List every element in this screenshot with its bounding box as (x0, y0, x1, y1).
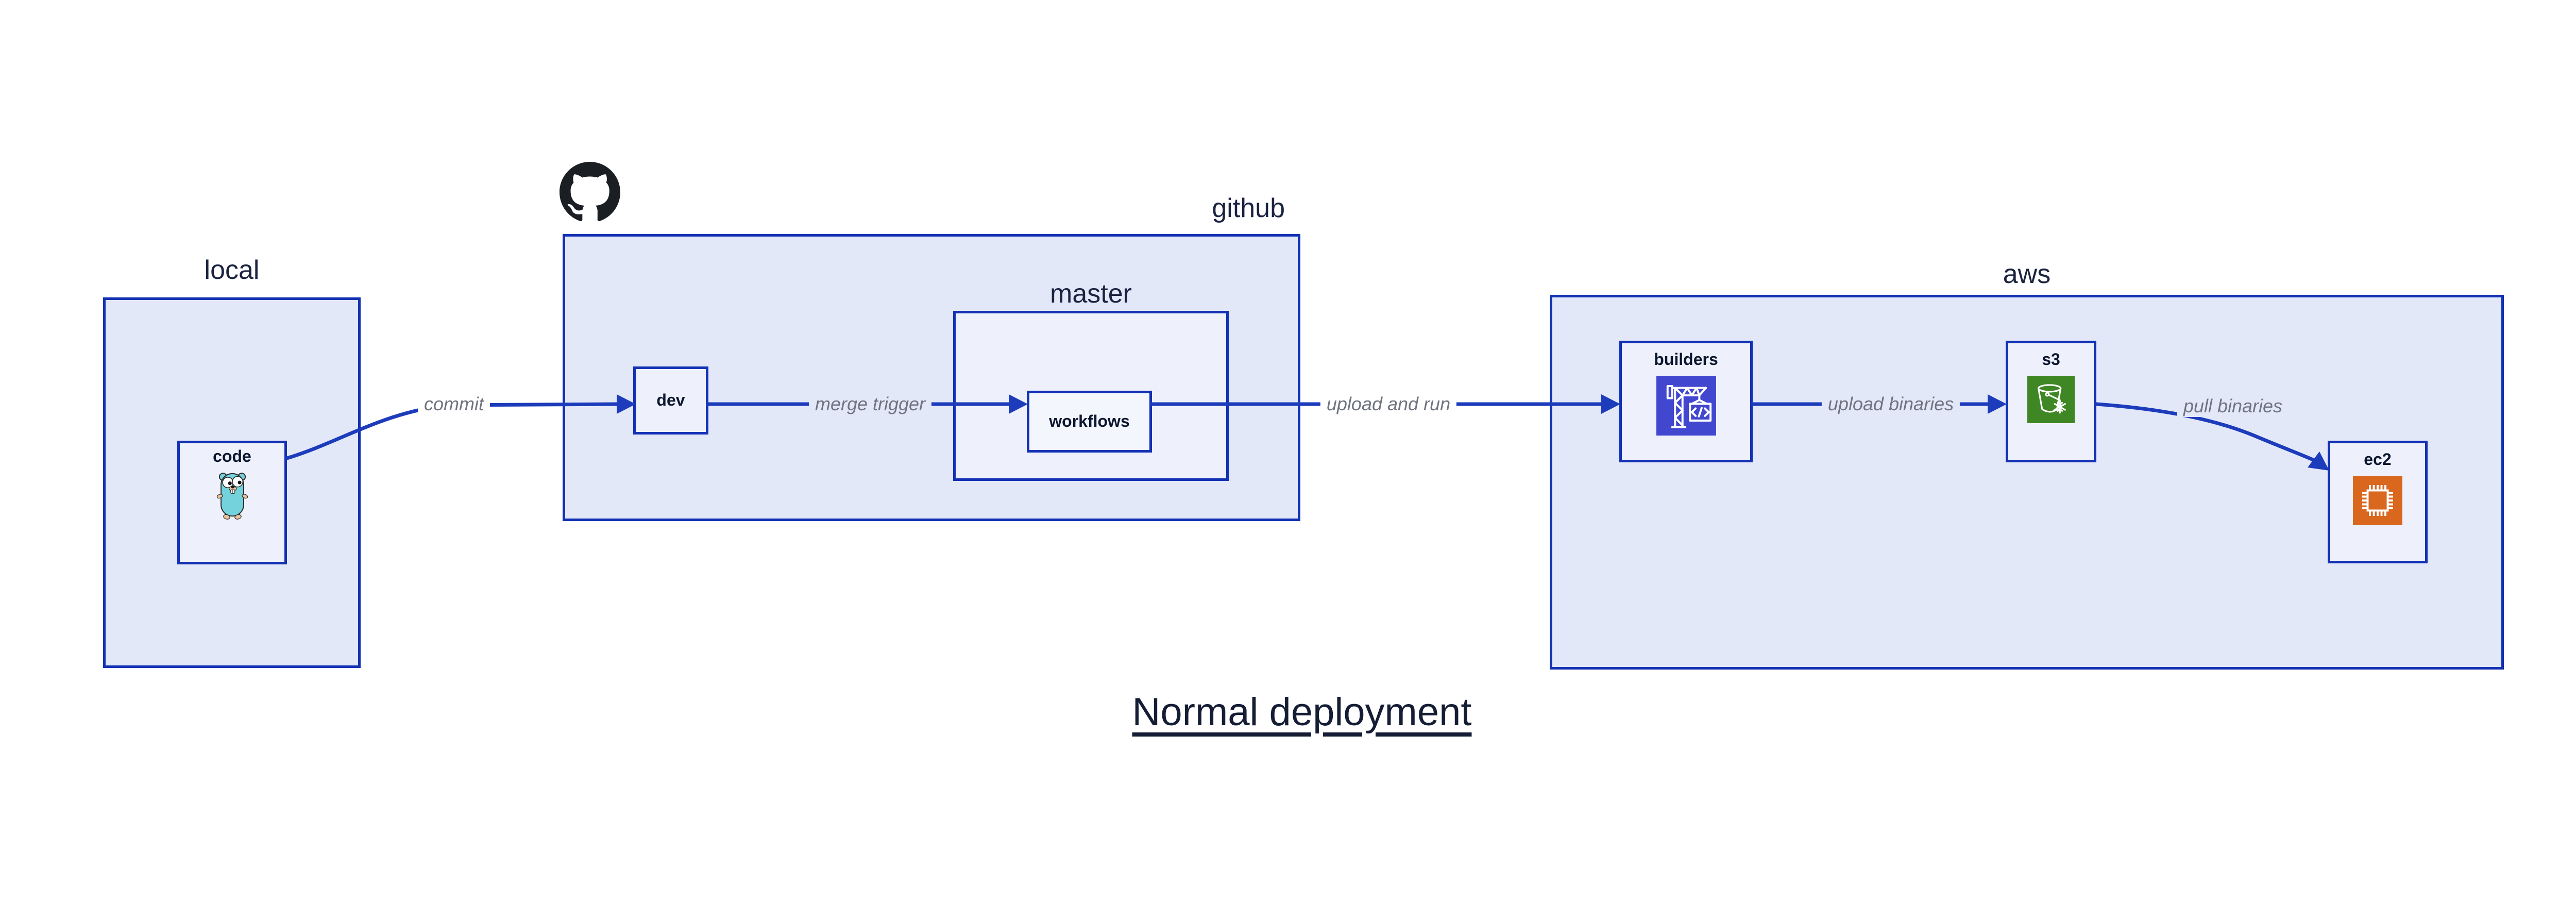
edge-label-pull-binaries: pull binaries (2177, 395, 2289, 417)
edge-label-upload-and-run: upload and run (1320, 393, 1457, 415)
node-label-ec2: ec2 (2364, 450, 2392, 469)
ec2-chip-icon (2353, 476, 2402, 526)
container-label-master: master (1050, 279, 1132, 309)
edge-label-commit: commit (418, 393, 490, 415)
node-workflows: workflows (1027, 391, 1152, 453)
go-gopher-icon (212, 470, 253, 522)
node-label-builders: builders (1654, 350, 1718, 369)
s3-bucket-icon (2027, 376, 2075, 424)
node-label-code: code (213, 447, 251, 465)
node-builders: builders (1619, 341, 1753, 462)
node-s3: s3 (2006, 341, 2096, 462)
codebuild-crane-icon (1656, 376, 1716, 436)
node-label-s3: s3 (2042, 350, 2060, 369)
node-dev: dev (633, 366, 708, 435)
node-label-workflows: workflows (1049, 412, 1130, 431)
github-logo-icon (560, 162, 620, 223)
diagram-title: Normal deployment (1132, 690, 1472, 734)
edge-label-merge-trigger: merge trigger (808, 393, 932, 415)
node-code: code (177, 441, 287, 564)
container-label-github: github (1212, 193, 1285, 223)
node-label-dev: dev (656, 391, 685, 410)
container-label-local: local (204, 255, 260, 285)
node-ec2: ec2 (2328, 441, 2428, 563)
edge-label-upload-binaries: upload binaries (1821, 393, 1960, 415)
container-label-aws: aws (2003, 259, 2051, 289)
